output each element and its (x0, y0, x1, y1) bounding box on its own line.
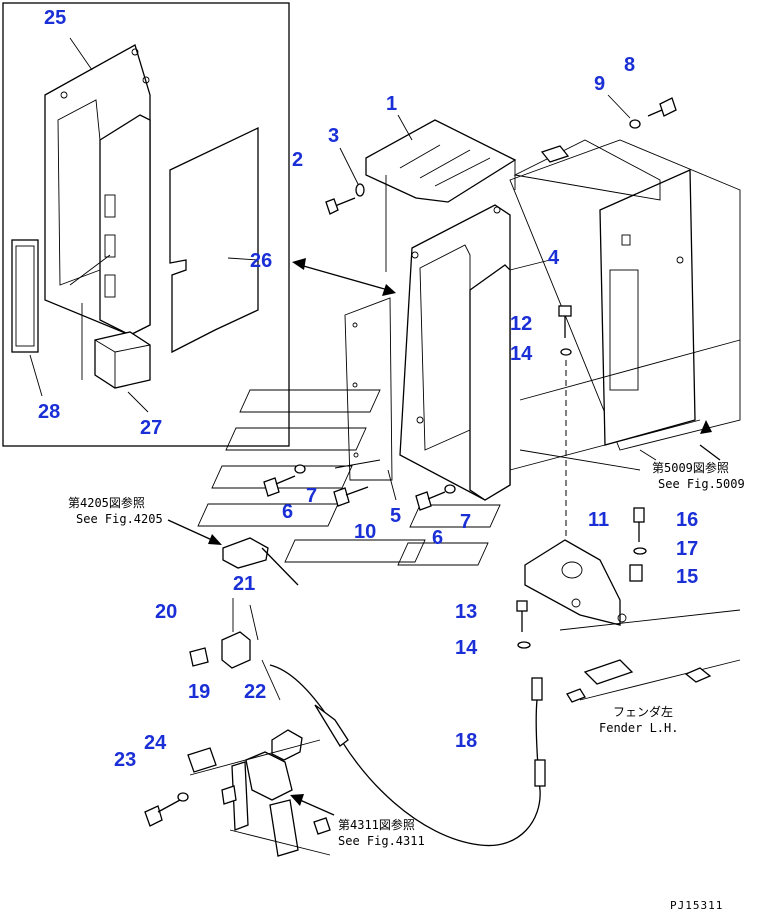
callout-12: 12 (510, 313, 532, 335)
callout-17: 17 (676, 538, 698, 560)
callout-15: 15 (676, 566, 698, 588)
reference-arrows (167, 420, 721, 816)
callout-5: 5 (390, 505, 401, 527)
callout-11: 11 (588, 509, 609, 531)
callout-18: 18 (455, 730, 477, 752)
fig4311-ref-jp: 第4311図参照 (338, 817, 415, 832)
callout-1: 1 (386, 93, 397, 115)
callout-21: 21 (233, 573, 255, 595)
fasteners (263, 94, 677, 540)
callout-10: 10 (354, 521, 376, 543)
callout-7a: 7 (306, 485, 317, 507)
callout-2: 2 (292, 149, 303, 171)
fig5009-ref-jp: 第5009図参照 (652, 460, 729, 475)
fig4205-ref-jp: 第4205図参照 (68, 495, 145, 510)
callout-3: 3 (328, 125, 339, 147)
callout-24: 24 (144, 732, 167, 754)
callout-26: 26 (250, 250, 272, 272)
callout-14a: 14 (510, 343, 533, 365)
fender-label-en: Fender L.H. (599, 721, 678, 735)
callout-19: 19 (188, 681, 210, 703)
callout-23: 23 (114, 749, 136, 771)
fig4205-ref-en: See Fig.4205 (76, 512, 163, 526)
callout-8: 8 (624, 54, 635, 76)
main-assembly (197, 114, 741, 566)
callout-20: 20 (155, 601, 177, 623)
callout-7b: 7 (460, 511, 471, 533)
callout-6b: 6 (432, 527, 443, 549)
callout-14b: 14 (455, 637, 478, 659)
callout-13: 13 (455, 601, 477, 623)
swap-arrow (292, 258, 396, 296)
callout-4: 4 (548, 247, 560, 269)
callout-16: 16 (676, 509, 698, 531)
bracket-assembly (516, 145, 741, 703)
callout-27: 27 (140, 417, 162, 439)
fig5009-ref-en: See Fig.5009 (658, 477, 745, 491)
fender-label-jp: フェンダ左 (613, 704, 673, 719)
inset-detail (2, 2, 290, 447)
drawing-code: PJ15311 (670, 899, 723, 912)
callout-6a: 6 (282, 501, 293, 523)
callout-9: 9 (594, 73, 605, 95)
callout-28: 28 (38, 401, 60, 423)
fig4311-ref-en: See Fig.4311 (338, 834, 425, 848)
callout-25: 25 (44, 7, 66, 29)
cable-assembly (144, 537, 546, 857)
callout-22: 22 (244, 681, 266, 703)
